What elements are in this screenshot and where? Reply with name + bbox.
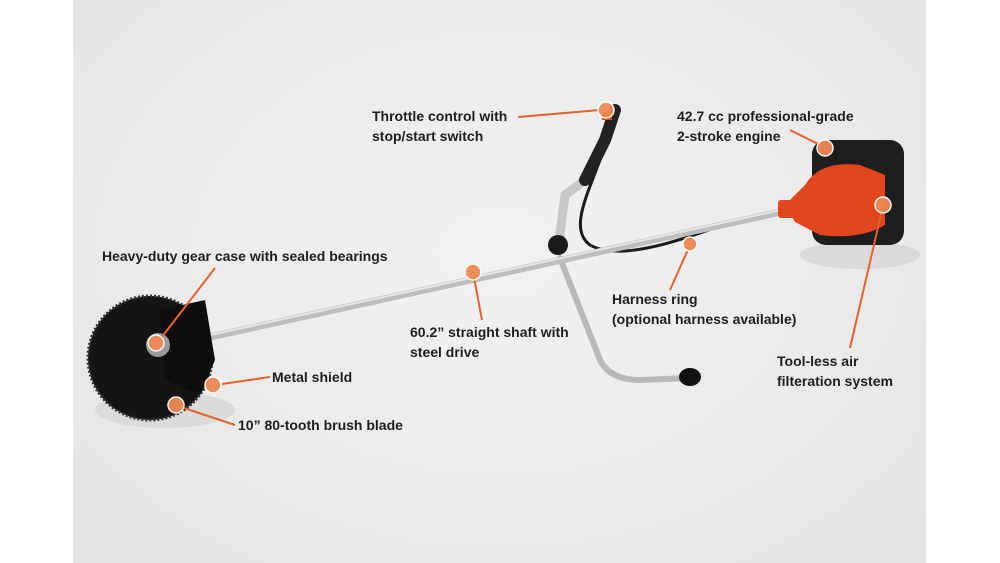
handle-knob <box>548 235 568 255</box>
callout-text: Heavy-duty gear case with sealed bearing… <box>102 248 388 264</box>
callout-dot-blade[interactable] <box>167 396 185 414</box>
callout-shield: Metal shield <box>272 367 352 387</box>
callout-text: Tool-less air <box>777 353 859 369</box>
callout-harness: Harness ring (optional harness available… <box>612 289 796 329</box>
engine-coupler <box>778 200 796 218</box>
callout-text: 10” 80-tooth brush blade <box>238 417 403 433</box>
callout-lines <box>157 109 884 426</box>
callout-dot-gear-case[interactable] <box>147 334 165 352</box>
callout-throttle: Throttle control with stop/start switch <box>372 106 507 146</box>
callout-dot-harness[interactable] <box>682 236 698 252</box>
engine-shadow <box>800 241 920 269</box>
callout-engine: 42.7 cc professional-grade 2-stroke engi… <box>677 106 854 146</box>
callout-text: 2-stroke engine <box>677 128 781 144</box>
handlebar <box>557 255 693 384</box>
callout-dot-throttle[interactable] <box>597 101 615 119</box>
callout-air-filter: Tool-less air filteration system <box>777 351 893 391</box>
callout-blade: 10” 80-tooth brush blade <box>238 415 403 435</box>
callout-gear-case: Heavy-duty gear case with sealed bearing… <box>102 246 388 266</box>
callout-dot-shaft[interactable] <box>464 263 482 281</box>
callout-text: Harness ring <box>612 291 698 307</box>
callout-text: steel drive <box>410 344 480 360</box>
callout-text: (optional harness available) <box>612 311 797 327</box>
callout-dot-shield[interactable] <box>204 376 222 394</box>
callout-text: 60.2” straight shaft with <box>410 324 569 340</box>
callout-dot-engine[interactable] <box>816 139 834 157</box>
handle-grip <box>679 368 701 386</box>
callout-text: Metal shield <box>272 369 353 385</box>
throttle-handle <box>579 104 621 186</box>
metal-shield <box>160 300 215 395</box>
handle-arm <box>553 175 590 255</box>
callout-text: filteration system <box>777 373 893 389</box>
engine-cover <box>785 164 885 237</box>
callout-text: 42.7 cc professional-grade <box>677 108 854 124</box>
callout-shaft: 60.2” straight shaft with steel drive <box>410 322 569 362</box>
throttle-cable <box>578 159 721 253</box>
callout-dot-air-filter[interactable] <box>874 196 892 214</box>
callout-text: stop/start switch <box>372 128 484 144</box>
product-panel <box>73 0 926 563</box>
callout-text: Throttle control with <box>372 108 508 124</box>
